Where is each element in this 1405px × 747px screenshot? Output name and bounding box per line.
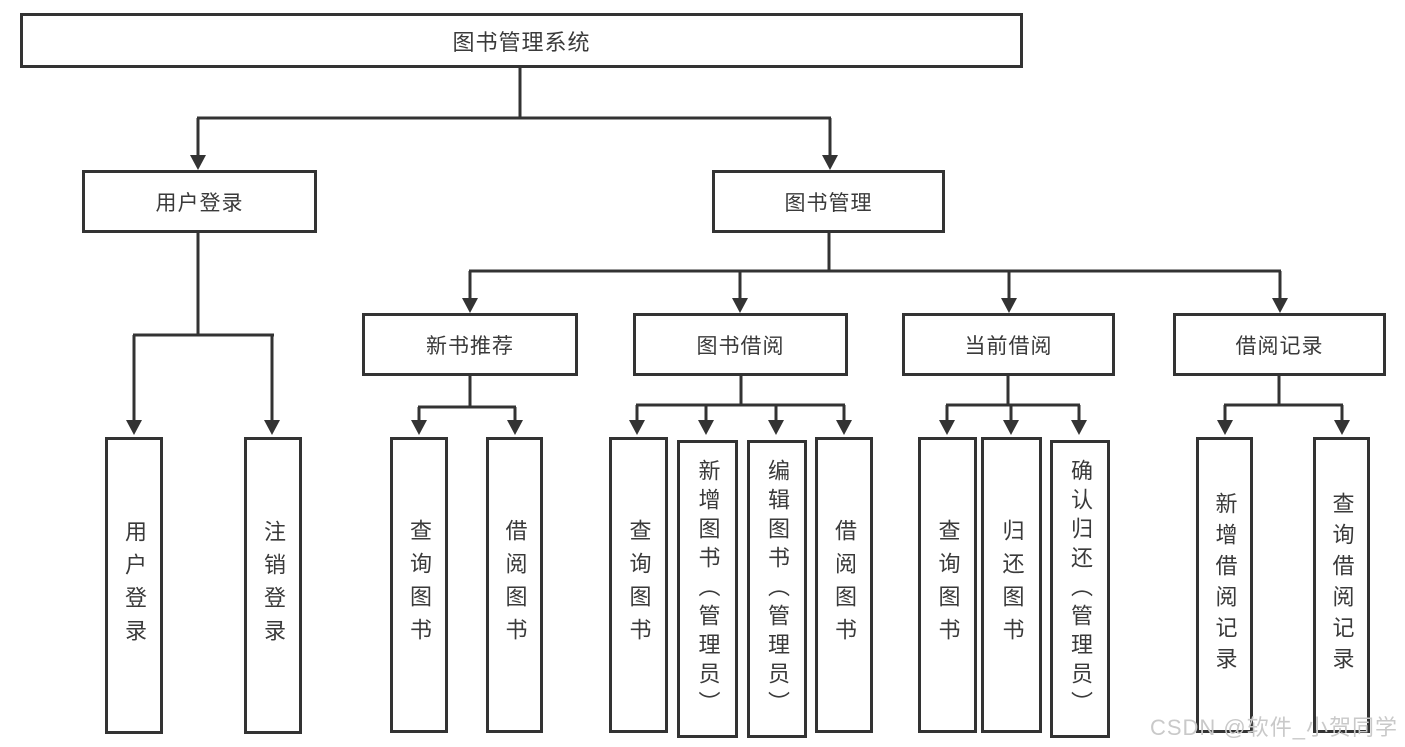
leaf-recommend-query-book-label: 查询图书: [407, 519, 432, 651]
tree-edges: [132, 68, 1344, 424]
leaf-borrowing-query-book-label: 查询图书: [626, 519, 652, 651]
node-current-borrowing: 当前借阅: [902, 313, 1115, 376]
leaf-current-query-book-label: 查询图书: [935, 519, 961, 651]
watermark: CSDN @软件_小贺同学: [1149, 715, 1398, 740]
node-new-book-recommend: 新书推荐: [362, 313, 578, 376]
leaf-user-login-label: 用户登录: [122, 519, 147, 652]
leaf-edit-book-admin-label: 编辑图书（管理员）: [765, 458, 790, 720]
leaf-confirm-return-admin-label: 确认归还（管理员）: [1068, 458, 1093, 720]
node-book-borrowing: 图书借阅: [633, 313, 848, 376]
leaf-user-login: 用户登录: [105, 437, 163, 734]
node-book-management: 图书管理: [712, 170, 945, 233]
node-user-login-label: 用户登录: [155, 191, 244, 215]
node-root-label: 图书管理系统: [452, 29, 591, 55]
node-new-book-recommend-label: 新书推荐: [426, 334, 514, 358]
leaf-return-book-label: 归还图书: [999, 519, 1025, 651]
leaf-recommend-borrow-book-label: 借阅图书: [502, 519, 528, 651]
leaf-query-borrow-record: 查询借阅记录: [1313, 437, 1370, 733]
leaf-add-book-admin-label: 新增图书（管理员）: [695, 458, 721, 720]
leaf-confirm-return-admin: 确认归还（管理员）: [1050, 440, 1110, 738]
node-book-management-label: 图书管理: [784, 191, 873, 215]
leaf-query-borrow-record-label: 查询借阅记录: [1329, 492, 1355, 678]
leaf-recommend-borrow-book: 借阅图书: [486, 437, 543, 733]
leaf-recommend-query-book: 查询图书: [390, 437, 448, 733]
leaf-logout-label: 注销登录: [261, 519, 286, 652]
node-current-borrowing-label: 当前借阅: [964, 334, 1053, 358]
node-root: 图书管理系统: [20, 13, 1023, 68]
leaf-add-borrow-record-label: 新增借阅记录: [1212, 492, 1238, 678]
node-borrowing-records-label: 借阅记录: [1235, 334, 1324, 358]
leaf-add-borrow-record: 新增借阅记录: [1196, 437, 1253, 733]
leaf-return-book: 归还图书: [981, 437, 1042, 733]
leaf-logout: 注销登录: [244, 437, 302, 734]
leaf-borrowing-query-book: 查询图书: [609, 437, 668, 733]
node-book-borrowing-label: 图书借阅: [696, 334, 785, 358]
node-borrowing-records: 借阅记录: [1173, 313, 1386, 376]
leaf-current-query-book: 查询图书: [918, 437, 977, 733]
node-user-login: 用户登录: [82, 170, 317, 233]
leaf-borrowing-borrow-book-label: 借阅图书: [832, 519, 857, 651]
leaf-borrowing-borrow-book: 借阅图书: [815, 437, 873, 733]
leaf-edit-book-admin: 编辑图书（管理员）: [747, 440, 807, 738]
leaf-add-book-admin: 新增图书（管理员）: [677, 440, 738, 738]
